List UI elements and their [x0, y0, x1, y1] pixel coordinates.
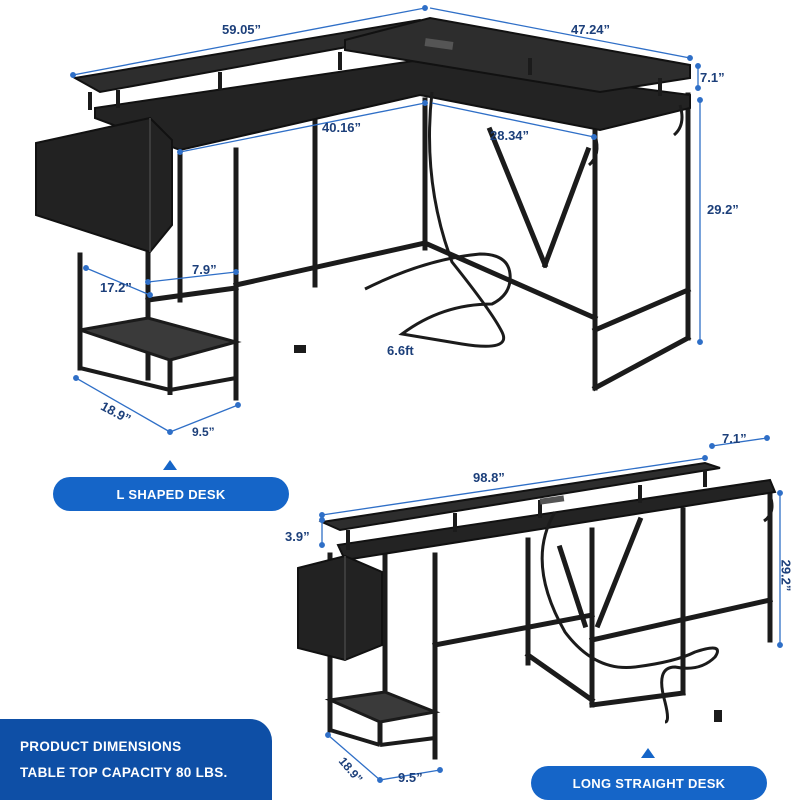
capacity-text: TABLE TOP CAPACITY 80 LBS. — [20, 765, 228, 780]
l-desk-cord-label: 6.6ft — [387, 343, 414, 358]
l-desk-width-left-label: 59.05” — [222, 22, 262, 37]
l-desk-height-label: 29.2” — [707, 202, 739, 217]
l-desk-shelf-height-label: 7.1” — [700, 70, 725, 85]
straight-desk-height-label: 29.2” — [778, 559, 794, 592]
l-desk-power-outlet — [424, 38, 454, 50]
product-dimensions-heading: PRODUCT DIMENSIONS — [20, 739, 182, 754]
straight-desk-riser-label: 3.9” — [285, 529, 310, 544]
straight-desk-pointer-icon — [641, 748, 655, 758]
l-desk-pointer-icon — [163, 460, 177, 470]
l-desk-inner-left-label: 40.16” — [322, 120, 362, 135]
straight-desk-monitor-shelf — [318, 461, 721, 532]
straight-desk-dimension-lines — [319, 435, 783, 783]
l-shaped-desk-label: L SHAPED DESK — [53, 477, 289, 511]
straight-desk-storage-bag — [297, 554, 383, 662]
l-desk-gap-label: 7.9” — [192, 262, 217, 277]
l-desk-dimension-lines — [70, 5, 703, 435]
l-desk-leg-width-label: 9.5” — [192, 425, 215, 439]
l-desk-shelf-depth-label: 17.2” — [100, 280, 132, 295]
long-straight-desk-label: LONG STRAIGHT DESK — [531, 766, 767, 800]
straight-desk-power-cable — [540, 511, 719, 724]
straight-desk-shelf-height-label: 7.1” — [722, 431, 747, 446]
straight-desk-top — [336, 478, 777, 562]
l-desk-monitor-shelf-right — [344, 16, 691, 94]
l-desk-frame — [77, 92, 692, 401]
straight-desk-length-label: 98.8” — [473, 470, 505, 485]
straight-desk-bottom-shelf — [324, 690, 441, 724]
l-desk-width-right-label: 47.24” — [571, 22, 611, 37]
product-info-box: PRODUCT DIMENSIONS TABLE TOP CAPACITY 80… — [0, 719, 272, 800]
straight-desk-leg-width-label: 9.5” — [398, 770, 423, 785]
l-desk-inner-right-label: 28.34” — [490, 128, 530, 143]
l-desk-bottom-shelf — [79, 316, 242, 362]
l-desk-power-cable — [364, 91, 512, 348]
